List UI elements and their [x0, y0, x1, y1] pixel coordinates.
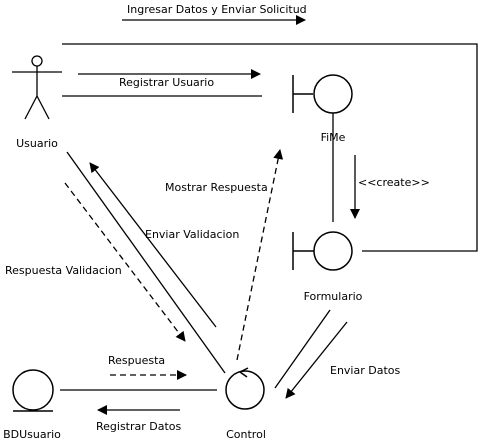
msg-create-label: <<create>> — [358, 176, 430, 189]
bdusuario-entity-icon[interactable] — [12, 369, 54, 412]
msg-registrar-datos-label: Registrar Datos — [96, 420, 182, 433]
msg-enviar-datos-label: Enviar Datos — [330, 364, 401, 377]
arrow-enviar-validacion — [89, 162, 217, 328]
link-formulario-control — [274, 309, 331, 389]
usuario-actor-icon[interactable] — [12, 55, 62, 120]
arrow-enviar-datos — [285, 321, 348, 399]
msg-ingresar-label: Ingresar Datos y Enviar Solicitud — [127, 3, 307, 16]
msg-respuesta-validacion-label: Respuesta Validacion — [5, 264, 122, 277]
msg-respuesta-label: Respuesta — [108, 354, 165, 367]
formulario-boundary-icon[interactable] — [292, 231, 353, 271]
fime-boundary-icon[interactable] — [292, 74, 353, 114]
formulario-label: Formulario — [304, 290, 363, 303]
link-usuario-formulario — [62, 43, 478, 252]
arrow-mostrar-respuesta — [236, 149, 284, 361]
control-icon[interactable] — [225, 367, 265, 410]
msg-enviar-validacion-label: Enviar Validacion — [145, 228, 239, 241]
usuario-label: Usuario — [16, 137, 58, 150]
msg-registrar-usuario-label: Registrar Usuario — [119, 76, 214, 89]
msg-mostrar-respuesta-label: Mostrar Respuesta — [165, 181, 268, 194]
control-label: Control — [226, 428, 266, 441]
bdusuario-label: BDUsuario — [3, 428, 61, 441]
link-usuario-control — [66, 151, 226, 374]
arrow-respuesta-validacion — [64, 182, 186, 342]
